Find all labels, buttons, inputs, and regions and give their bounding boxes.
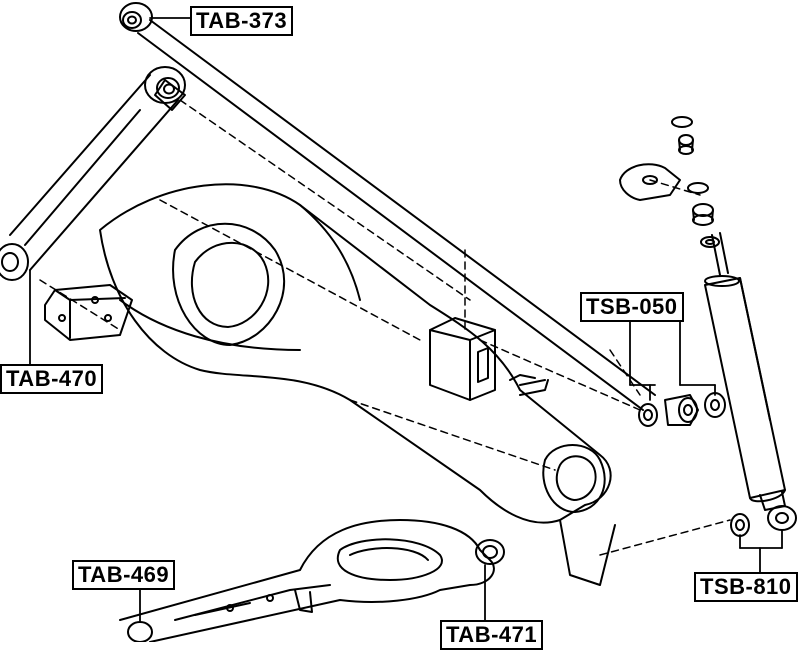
- part-label-tsb-810: TSB-810: [694, 572, 798, 602]
- part-label-tsb-050: TSB-050: [580, 292, 684, 322]
- left-upper-link: [0, 66, 186, 281]
- bushing-set-050: [638, 392, 726, 427]
- dashed-guide-lines: [39, 99, 731, 556]
- leader-lines: [29, 17, 783, 623]
- shock-absorber: [704, 232, 797, 531]
- lower-control-arm: [119, 519, 505, 642]
- upper-control-rod: [119, 2, 656, 411]
- part-label-tab-469: TAB-469: [72, 560, 176, 590]
- rear-axle-beam: [99, 183, 616, 586]
- part-label-tab-471: TAB-471: [440, 620, 544, 650]
- part-label-tab-470: TAB-470: [0, 364, 104, 394]
- top-mount-stack: [619, 116, 720, 248]
- part-label-tab-373: TAB-373: [190, 6, 294, 36]
- bushing-810: [730, 513, 750, 537]
- mounting-bracket: [44, 284, 133, 341]
